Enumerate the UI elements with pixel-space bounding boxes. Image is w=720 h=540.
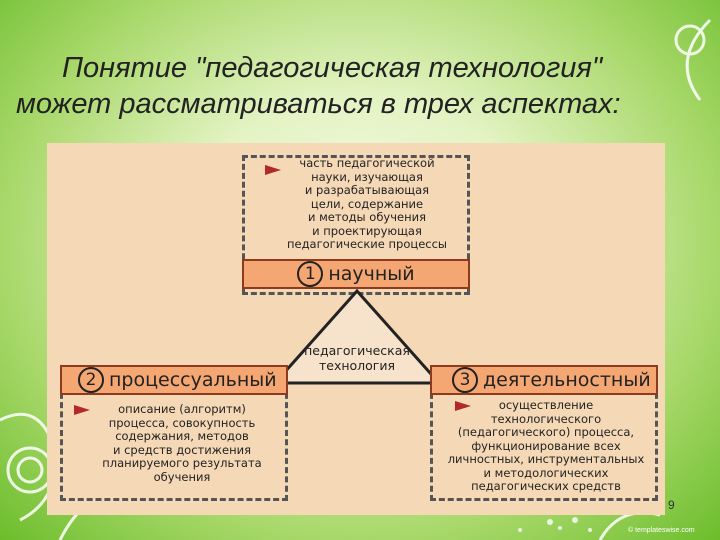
title-line-1: Понятие "педагогическая технология" [62,52,603,84]
aspect-number-2: 2 [78,367,104,393]
diagram-panel: часть педагогической науки, изучающая и … [47,143,665,515]
title-line-2: может рассматриваться в трех аспектах: [16,88,621,120]
center-triangle [271,288,443,385]
arrow-icon [455,401,471,411]
aspect-scientific-description: часть педагогической науки, изучающая и … [286,156,447,251]
aspect-activity-description: осуществление технологического (педагоги… [447,398,645,493]
center-concept-label: педагогическая технология [304,343,410,373]
slide-title: Понятие "педагогическая технология" може… [0,50,720,122]
arrow-icon [265,165,281,175]
watermark: © templateswise.com [628,527,695,534]
aspect-activity-band: 3 деятельностный [430,365,658,395]
page-number: 9 [668,498,675,512]
aspect-procedural-description: описание (алгоритм) процесса, совокупнос… [102,402,262,484]
aspect-scientific-label: научный [328,263,415,285]
aspect-scientific-band: 1 научный [242,259,470,289]
aspect-number-3: 3 [452,367,478,393]
aspect-activity-label: деятельностный [483,369,651,391]
aspect-procedural-label: процессуальный [109,369,277,391]
aspect-procedural-band: 2 процессуальный [60,365,288,395]
arrow-icon [74,405,90,415]
aspect-number-1: 1 [297,261,324,287]
